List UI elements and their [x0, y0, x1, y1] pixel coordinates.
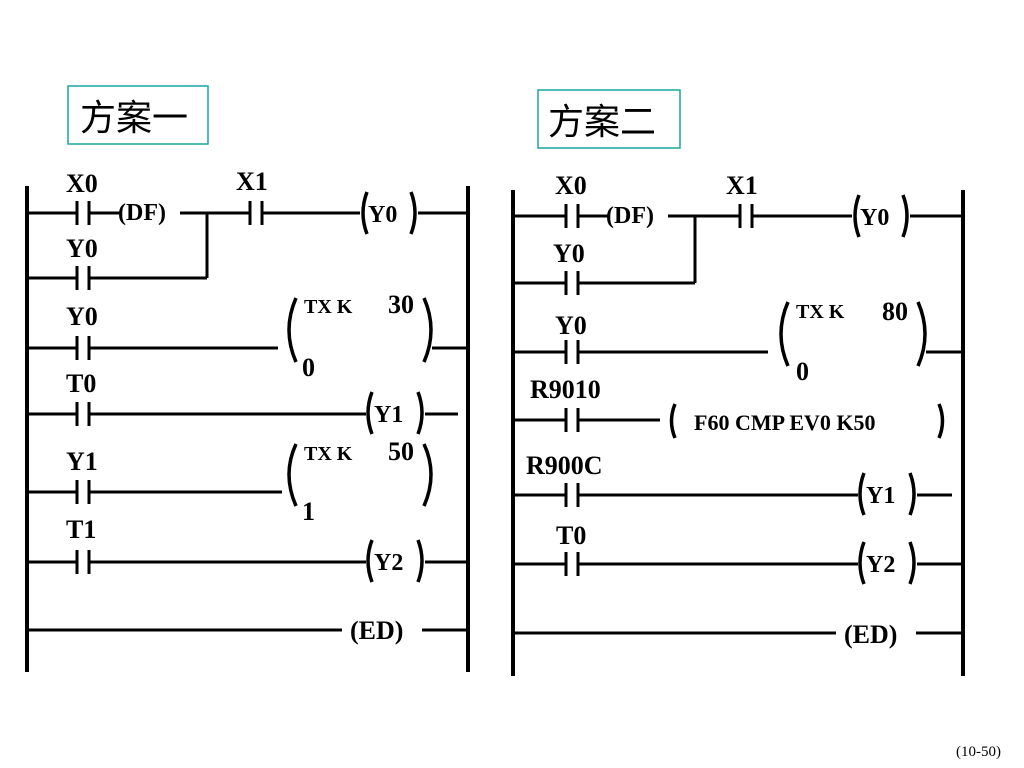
plan2-title: 方案二: [548, 102, 656, 143]
plan1-contact-y0-holding: Y0: [66, 234, 98, 263]
plan1-coil-y2: Y2: [374, 550, 403, 576]
plan1-rung-5: T1 Y2: [27, 515, 468, 583]
plan2-contact-x1: X1: [726, 171, 758, 200]
plan1-contact-y1: Y1: [66, 447, 98, 476]
plan1-contact-x0: X0: [66, 169, 98, 198]
plan1-contact-y0: Y0: [66, 302, 98, 331]
plan2-coil-y0: Y0: [860, 205, 889, 231]
plan1-timer2-constant: 50: [388, 437, 414, 466]
plan2-rung-end: (ED): [513, 620, 963, 649]
plan1-timer2-index: 1: [302, 497, 315, 526]
plan2-contact-r9010: R9010: [530, 375, 601, 404]
plan1-timer2-label: TX K: [304, 443, 353, 465]
plan2-coil-y2: Y2: [866, 552, 895, 578]
plan2-rung-1: X0 (DF) X1 Y0: [513, 171, 963, 283]
page-number: (10-50): [956, 744, 1001, 760]
plan1-title: 方案一: [80, 98, 188, 139]
plan1-rung-2: Y0 TX K 30 0: [27, 290, 468, 382]
plan2-rung-5: T0 Y2: [513, 521, 963, 585]
plan1-timer-label: TX K: [304, 296, 353, 318]
plan2-title-box: [537, 89, 681, 149]
plan2-timer-index: 0: [796, 357, 809, 386]
plan1-end-instruction: (ED): [350, 616, 403, 645]
plan1-coil-y0: Y0: [368, 202, 397, 228]
plan2-coil-y1: Y1: [866, 483, 895, 509]
plan1-title-box: [67, 85, 209, 145]
plan1-diagram: 方案一 X0 (DF) X1 Y0: [25, 85, 470, 672]
plan1-contact-t1: T1: [66, 515, 96, 544]
plan2-timer-label: TX K: [796, 301, 845, 323]
plan2-rung-3: R9010 F60 CMP EV0 K50: [513, 375, 945, 439]
plan2-end-instruction: (ED): [844, 620, 897, 649]
plan2-rung-1-branch: Y0: [513, 239, 695, 295]
plan2-contact-y0-holding: Y0: [553, 239, 585, 268]
plan1-rung-1: X0 (DF) X1 Y0: [27, 167, 468, 278]
plan2-rung-2: Y0 TX K 80 0: [513, 297, 963, 386]
plan1-rung-end: (ED): [27, 616, 468, 645]
plan1-rung-3: T0 Y1: [27, 369, 458, 435]
plan1-coil-y1: Y1: [374, 402, 403, 428]
plan2-contact-y0: Y0: [555, 311, 587, 340]
plan1-rung-4: Y1 TX K 50 1: [27, 437, 433, 526]
plan1-contact-t0: T0: [66, 369, 96, 398]
plan1-contact-x1: X1: [236, 167, 268, 196]
plan2-df-instruction: (DF): [606, 203, 654, 229]
plan2-diagram: 方案二 X0 (DF) X1 Y0 Y0: [511, 89, 965, 676]
plan2-contact-r900c: R900C: [526, 451, 603, 480]
plan1-df-instruction: (DF): [118, 200, 166, 226]
plan1-rung-1-branch: Y0: [27, 234, 207, 290]
plan1-timer-index: 0: [302, 353, 315, 382]
plan2-rung-4: R900C Y1: [513, 451, 952, 516]
plan1-timer-constant: 30: [388, 290, 414, 319]
plan2-compare-instruction: F60 CMP EV0 K50: [694, 410, 876, 435]
plan2-contact-x0: X0: [555, 171, 587, 200]
plan2-contact-t0: T0: [556, 521, 586, 550]
plan2-timer-constant: 80: [882, 297, 908, 326]
